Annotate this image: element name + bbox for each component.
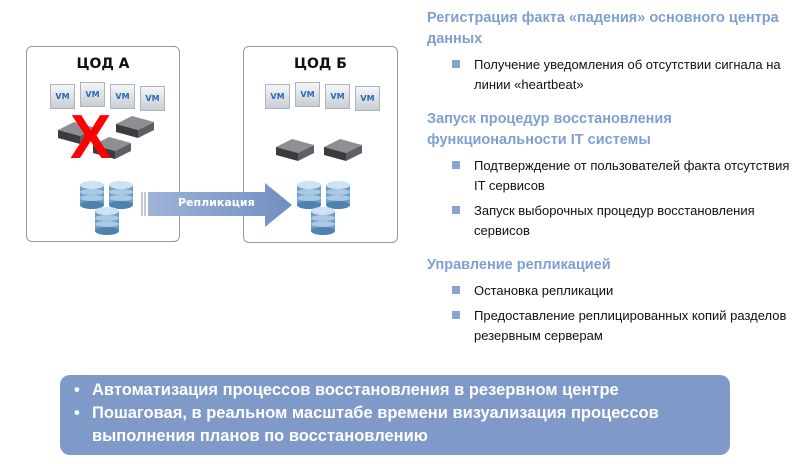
bullet-text: Предоставление реплицированных копий раз…: [474, 308, 787, 343]
bullet-item: Подтверждение от пользователей факта отс…: [427, 156, 797, 196]
database-icon: [310, 207, 336, 235]
steps-list: Регистрация факта «падения» основного це…: [427, 8, 797, 346]
vm-icon: VM: [295, 82, 320, 107]
datacenter-a-title: ЦОД А: [76, 56, 130, 72]
vm-icon: VM: [265, 84, 290, 109]
square-bullet-icon: [452, 60, 460, 68]
database-icon: [296, 181, 322, 209]
banner-item: • Пошаговая, в реальном масштабе времени …: [70, 402, 730, 448]
vm-icon: VM: [140, 86, 165, 111]
square-bullet-icon: [452, 206, 460, 214]
square-bullet-icon: [452, 311, 460, 319]
bullet-dot: •: [74, 381, 80, 399]
bullet-item: Запуск выборочных процедур восстановлени…: [427, 201, 797, 241]
server-icon: [276, 139, 314, 161]
database-icon: [79, 181, 105, 209]
server-icon: [324, 139, 362, 161]
bullet-item: Предоставление реплицированных копий раз…: [427, 306, 797, 346]
database-icon: [94, 207, 120, 235]
failure-x-icon: X: [70, 103, 112, 172]
banner-text: Автоматизация процессов восстановления в…: [92, 381, 619, 399]
replication-arrow: [141, 183, 292, 227]
vm-icon: VM: [325, 84, 350, 109]
datacenter-a: ЦОД А VM VM VM VM: [26, 46, 180, 242]
square-bullet-icon: [452, 161, 460, 169]
bullet-text: Остановка репликации: [474, 283, 614, 298]
bullet-text: Получение уведомления об отсутствии сигн…: [474, 57, 781, 92]
database-icon: [325, 181, 351, 209]
vm-icon: VM: [355, 86, 380, 111]
vm-icon: VM: [110, 84, 135, 109]
section-heading: Запуск процедур восстановления функциона…: [427, 111, 672, 148]
bullet-item: Остановка репликации: [427, 281, 797, 301]
square-bullet-icon: [452, 286, 460, 294]
bullet-item: Получение уведомления об отсутствии сигн…: [427, 55, 797, 95]
server-icon: [116, 116, 154, 138]
vm-icon: VM: [80, 82, 105, 107]
banner-text: Пошаговая, в реальном масштабе времени в…: [92, 404, 659, 445]
section-heading: Управление репликацией: [427, 257, 611, 273]
database-icon: [108, 181, 134, 209]
bullet-text: Запуск выборочных процедур восстановлени…: [474, 203, 755, 238]
bullet-dot: •: [74, 404, 80, 422]
summary-banner: • Автоматизация процессов восстановления …: [60, 375, 730, 455]
replication-label: Репликация: [178, 196, 255, 209]
vm-icon: VM: [50, 84, 75, 109]
banner-item: • Автоматизация процессов восстановления …: [70, 379, 730, 402]
datacenter-b-title: ЦОД Б: [294, 56, 347, 72]
section-heading: Регистрация факта «падения» основного це…: [427, 10, 779, 47]
bullet-text: Подтверждение от пользователей факта отс…: [474, 158, 790, 193]
